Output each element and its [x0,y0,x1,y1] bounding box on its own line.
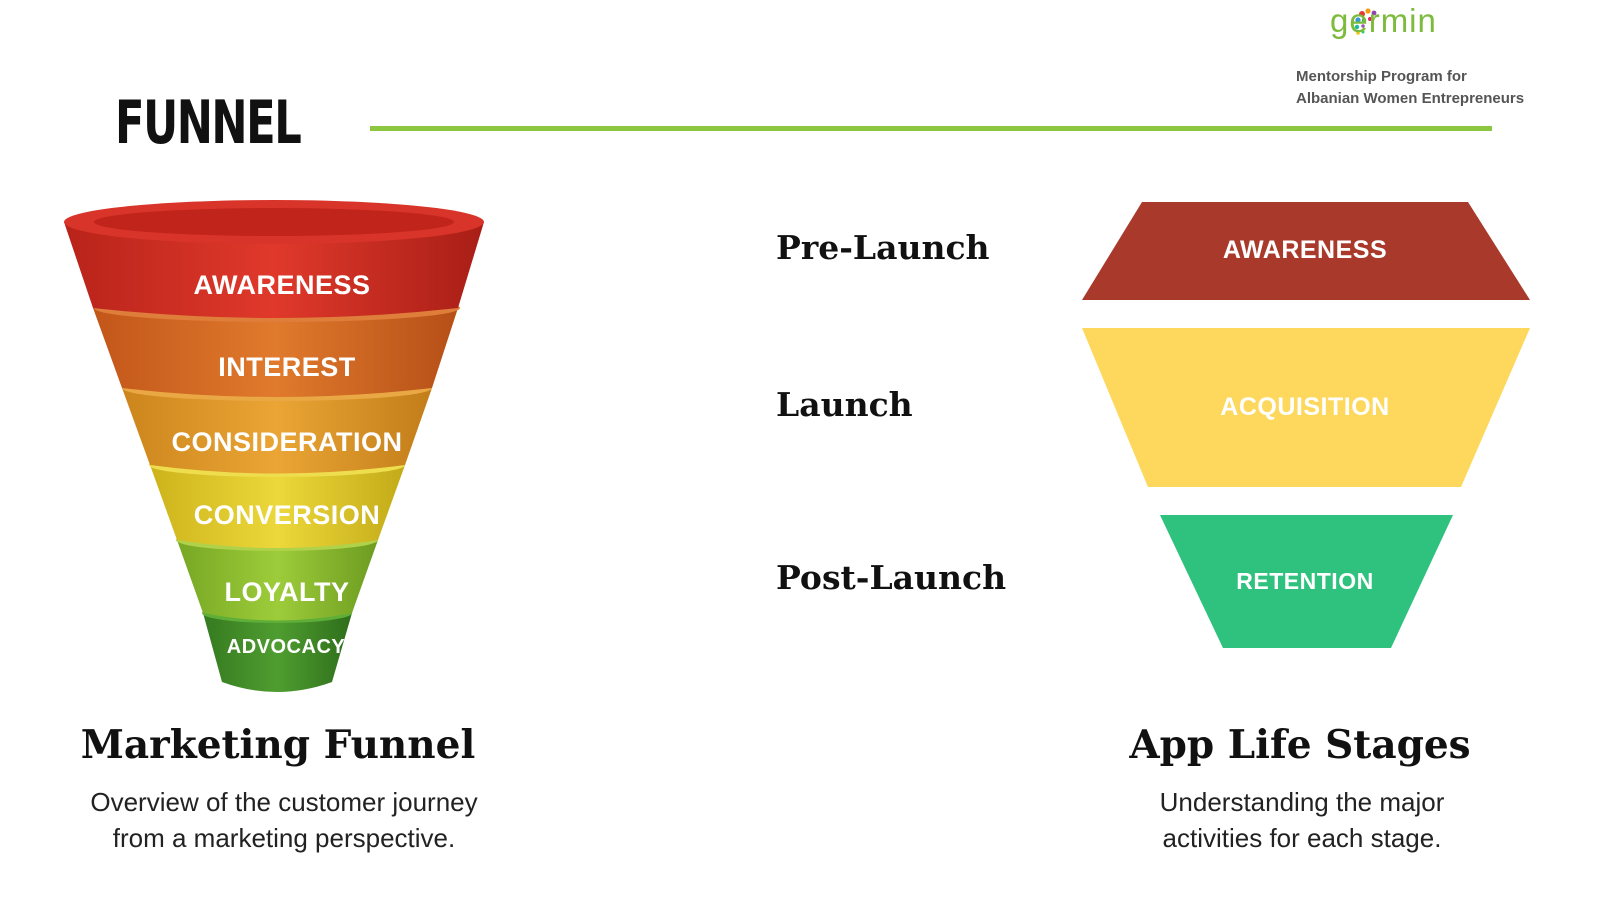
stage-shape-awareness [1082,202,1530,300]
funnel-label-awareness: AWARENESS [193,270,371,300]
funnel-layer-loyalty [177,540,378,621]
logo-wordmark: germin [1330,2,1437,39]
marketing-funnel-desc-line-2: from a marketing perspective. [112,823,456,853]
tagline-line-1: Mentorship Program for [1296,68,1467,85]
app-life-stages-heading: App Life Stages [1129,722,1471,768]
tagline: Mentorship Program for Albanian Women En… [1296,66,1524,110]
funnel-layer-interest [93,308,458,397]
stage-shape-acquisition [1082,328,1530,487]
funnel-label-consideration: CONSIDERATION [171,427,403,457]
funnel-label-interest: INTEREST [218,352,356,382]
marketing-funnel-graphic [64,200,484,692]
funnel-label-advocacy: ADVOCACY [226,636,346,658]
app-stages-graphic [1082,202,1530,648]
tagline-line-2: Albanian Women Entrepreneurs [1296,90,1525,107]
funnel-label-loyalty: LOYALTY [224,577,350,607]
marketing-funnel-heading: Marketing Funnel [80,722,476,768]
marketing-funnel-desc-line-1: Overview of the customer journey [90,787,478,817]
phase-label-pre-launch: Pre-Launch [776,228,990,267]
stage-shape-retention [1160,515,1453,648]
title-divider [370,126,1492,131]
funnel-layer-advocacy [203,613,352,692]
germin-logo-icon [1354,8,1377,35]
phase-label-launch: Launch [776,385,913,424]
funnel-layer-awareness [64,222,484,318]
phase-label-post-launch: Post-Launch [776,558,1007,597]
page-title: FUNNEL [115,88,302,158]
stage-label-retention: RETENTION [1236,568,1374,594]
funnel-opening [94,208,454,236]
funnel-label-conversion: CONVERSION [193,500,381,530]
app-life-stages-description: Understanding the major activities for e… [1002,784,1600,856]
funnel-layer-consideration [122,388,432,474]
stage-label-acquisition: ACQUISITION [1220,393,1390,421]
stage-label-awareness: AWARENESS [1222,236,1388,264]
app-life-stages-desc-line-2: activities for each stage. [1162,823,1442,853]
funnel-layer-conversion [150,465,405,548]
marketing-funnel-description: Overview of the customer journey from a … [0,784,584,856]
app-life-stages-desc-line-1: Understanding the major [1159,787,1445,817]
